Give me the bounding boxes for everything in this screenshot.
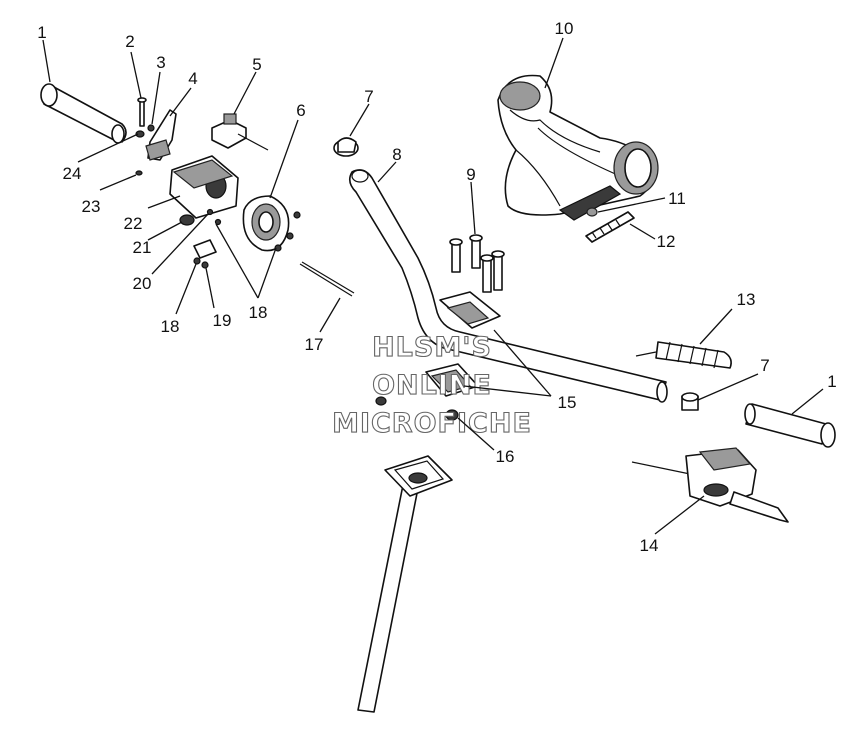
throttle-hardware <box>135 97 177 176</box>
handlebar <box>348 169 668 403</box>
callout-19: 19 <box>213 311 232 330</box>
callout-17: 17 <box>305 335 324 354</box>
callout-20: 20 <box>133 274 152 293</box>
left-grip <box>40 83 127 144</box>
callout-7-right: 7 <box>760 356 769 375</box>
brake-lever <box>631 447 789 523</box>
callout-2: 2 <box>125 32 134 51</box>
callout-13: 13 <box>737 290 756 309</box>
watermark: HLSM'S ONLINE MICROFICHE <box>332 331 532 439</box>
callout-15: 15 <box>558 393 577 412</box>
callout-22: 22 <box>124 214 143 233</box>
end-plugs <box>333 137 699 411</box>
callout-6: 6 <box>296 101 305 120</box>
switch <box>211 113 269 151</box>
callout-3: 3 <box>156 53 165 72</box>
callout-11: 11 <box>668 189 686 208</box>
callout-4: 4 <box>188 69 197 88</box>
callout-18-right: 18 <box>249 303 268 322</box>
callout-5: 5 <box>252 55 261 74</box>
callout-10: 10 <box>555 19 574 38</box>
callout-21: 21 <box>133 238 152 257</box>
heated-grip <box>635 341 732 369</box>
callout-1-right: 1 <box>827 372 836 391</box>
callout-numbers: 1 2 3 4 5 6 7 8 9 10 11 12 13 7 1 14 15 … <box>37 19 836 555</box>
switch-housing <box>242 195 301 252</box>
callout-9: 9 <box>466 165 475 184</box>
watermark-line-1: HLSM'S <box>372 332 492 363</box>
callout-8: 8 <box>392 145 401 164</box>
handlebar-clamp <box>375 291 501 406</box>
right-grip <box>744 403 836 448</box>
throttle-housing <box>169 155 239 226</box>
clamp-bolts <box>449 234 505 293</box>
watermark-line-2: ONLINE <box>372 370 492 401</box>
hand-guard <box>497 74 659 221</box>
callout-24: 24 <box>63 164 82 183</box>
callout-1-left: 1 <box>37 23 46 42</box>
steering-post <box>357 455 453 713</box>
cover-and-screws <box>193 218 222 269</box>
callout-18-left: 18 <box>161 317 180 336</box>
cable <box>299 261 355 297</box>
callout-14: 14 <box>640 536 659 555</box>
nuts <box>445 409 459 421</box>
callout-7-top: 7 <box>364 87 373 106</box>
leader-lines <box>42 37 824 535</box>
guard-bracket <box>585 207 635 243</box>
callout-23: 23 <box>82 197 101 216</box>
callout-12: 12 <box>657 232 676 251</box>
watermark-line-3: MICROFICHE <box>332 408 532 439</box>
callout-16: 16 <box>496 447 515 466</box>
